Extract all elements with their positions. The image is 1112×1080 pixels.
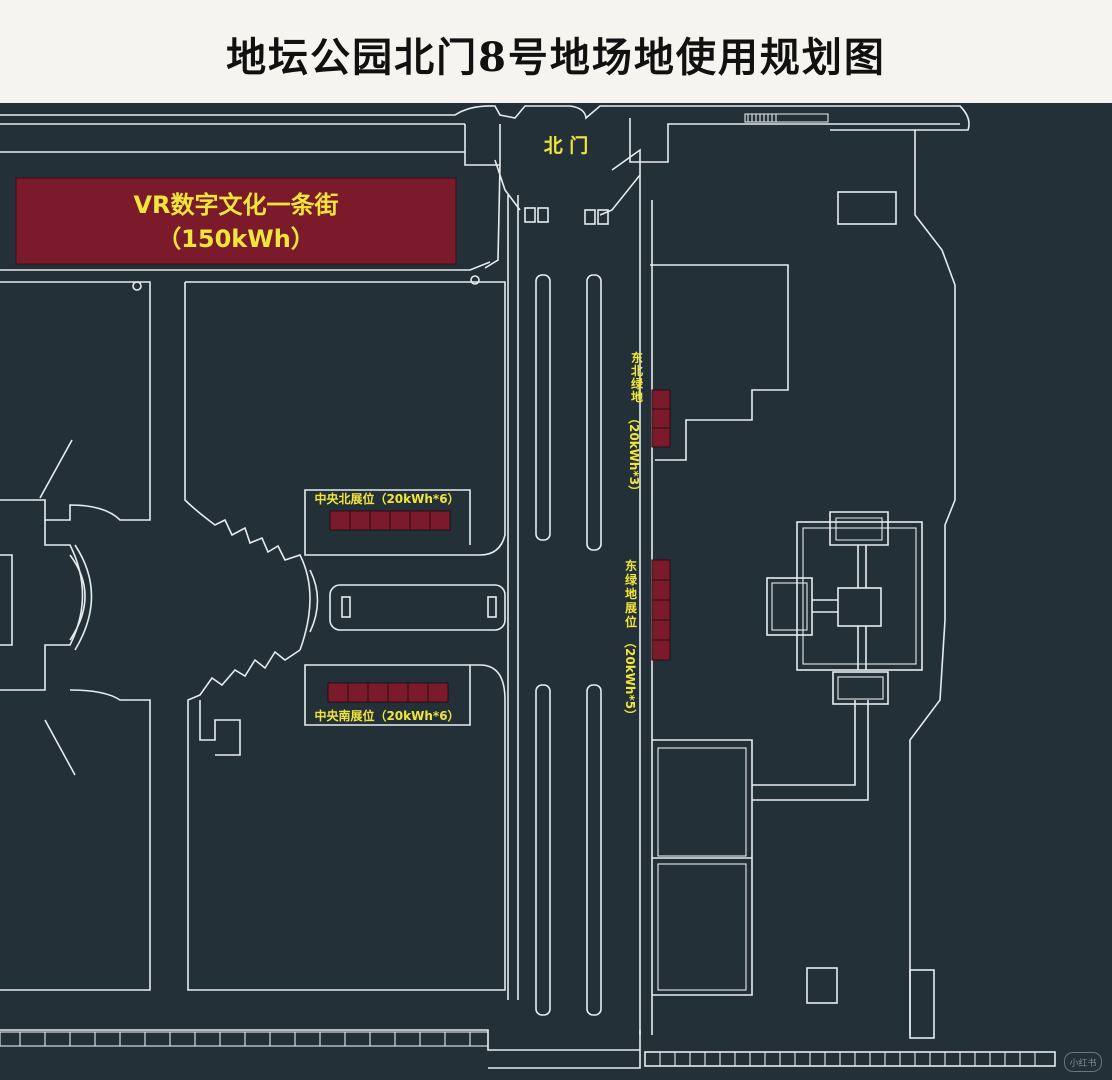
east-green-booths xyxy=(651,559,671,661)
northeast-green-booth[interactable] xyxy=(651,427,671,448)
central-south-booth[interactable] xyxy=(367,682,389,703)
east-blocks xyxy=(650,130,956,1039)
watermark: 小红书 xyxy=(1064,1052,1102,1072)
south-boundary xyxy=(0,1029,1056,1069)
east-green-power: （20kWh*5） xyxy=(623,636,638,721)
central-south-booth[interactable] xyxy=(347,682,369,703)
central-south-booth[interactable] xyxy=(327,682,349,703)
east-green-booth[interactable] xyxy=(651,599,671,621)
northeast-green-booth[interactable] xyxy=(651,389,671,410)
central-north-booth[interactable] xyxy=(429,510,451,531)
vr-zone[interactable]: VR数字文化一条街 （150kWh） xyxy=(15,177,457,265)
central-north-booth[interactable] xyxy=(349,510,371,531)
central-north-label: 中央北展位（20kWh*6） xyxy=(314,491,459,506)
northeast-green-booth[interactable] xyxy=(651,408,671,429)
gate-label: 北 门 xyxy=(544,134,589,157)
central-north-booth[interactable] xyxy=(369,510,391,531)
central-north-booth[interactable] xyxy=(389,510,411,531)
central-south-booth[interactable] xyxy=(407,682,429,703)
central-south-booths xyxy=(327,682,449,703)
title-bar: 地坛公园北门8号地场地使用规划图 xyxy=(0,0,1112,103)
site-plan-map: VR数字文化一条街 （150kWh） 北 门 中央北展位（20kWh*6） 中央… xyxy=(0,105,1056,1069)
east-green-booth[interactable] xyxy=(651,619,671,641)
east-green-booth[interactable] xyxy=(651,559,671,581)
central-south-booth[interactable] xyxy=(427,682,449,703)
west-blocks xyxy=(0,281,506,991)
central-north-booths xyxy=(329,510,451,531)
north-boundary-wall xyxy=(0,105,970,166)
vr-zone-area[interactable] xyxy=(15,177,457,265)
central-avenue xyxy=(507,175,653,1035)
central-north-booth[interactable] xyxy=(329,510,351,531)
central-south-booth[interactable] xyxy=(387,682,409,703)
east-green-booth[interactable] xyxy=(651,579,671,601)
vr-zone-title: VR数字文化一条街 xyxy=(133,191,338,219)
east-green-booth[interactable] xyxy=(651,639,671,661)
northeast-green-power: （20kWh*3） xyxy=(627,412,642,497)
vr-zone-power: （150kWh） xyxy=(157,225,315,253)
central-north-booth[interactable] xyxy=(409,510,431,531)
central-south-label: 中央南展位（20kWh*6） xyxy=(314,708,459,723)
northeast-green-booths xyxy=(651,389,671,448)
east-green-name: 东绿地展位 xyxy=(625,558,638,629)
page-title: 地坛公园北门8号地场地使用规划图 xyxy=(226,33,886,81)
northeast-green-name: 东北绿地 xyxy=(631,350,644,404)
